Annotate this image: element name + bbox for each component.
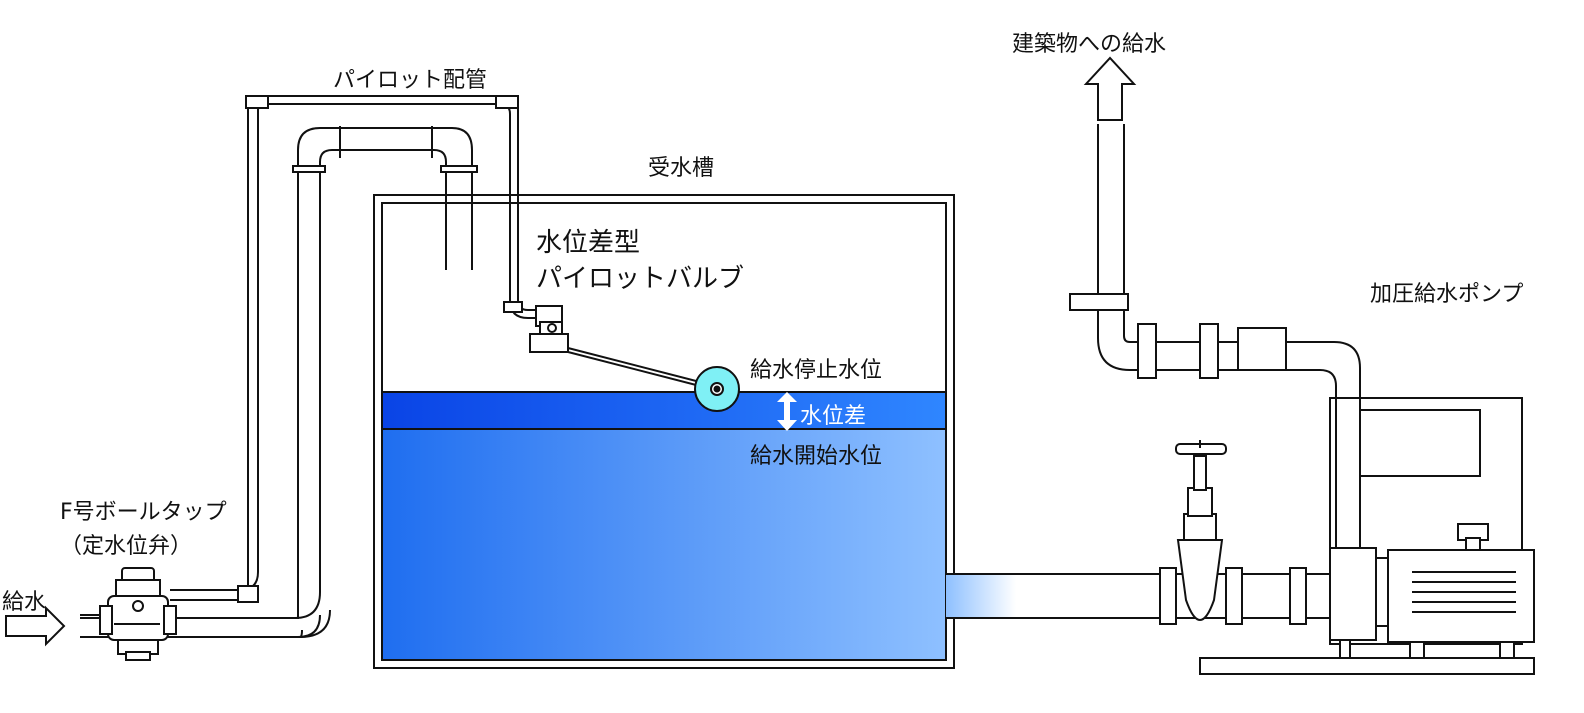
ball-tap-label-line2: （定水位弁）	[60, 534, 193, 559]
arrow-right-icon	[5, 605, 66, 647]
level-diff-label: 水位差	[800, 404, 867, 429]
outlet-flanges	[1159, 567, 1307, 625]
inlet-stub	[80, 614, 100, 638]
float-ball	[694, 366, 740, 412]
pilot-valve	[529, 305, 701, 387]
pump-unit	[1199, 397, 1535, 675]
tank-label: 受水槽	[648, 156, 715, 181]
outlet-pipe	[946, 573, 1330, 619]
stop-level-label: 給水停止水位	[750, 358, 883, 383]
tank-water	[383, 391, 945, 659]
ball-tap-valve	[99, 567, 177, 661]
inlet-pipe-bands	[292, 126, 478, 173]
pump-label: 加圧給水ポンプ	[1370, 282, 1524, 307]
discharge-fittings	[1069, 293, 1287, 379]
arrow-up-icon	[1083, 56, 1137, 121]
supply-building-label: 建築物への給水	[1012, 32, 1167, 57]
gate-valve	[1175, 440, 1227, 621]
supply-in-label: 給水	[2, 590, 47, 615]
inlet-pipe-clean	[172, 614, 321, 638]
pilot-pipe-label: パイロット配管	[333, 68, 488, 93]
discharge-pipe	[1097, 124, 1361, 548]
pilot-pipe-joints	[237, 95, 523, 603]
valve-label-line2: パイロットバルブ	[536, 264, 745, 294]
valve-label-line1: 水位差型	[536, 228, 641, 258]
outlet-water	[946, 574, 1016, 618]
double-arrow-vertical-icon	[777, 392, 797, 431]
ball-tap-label-line1: F号ボールタップ	[60, 500, 227, 525]
start-level-label: 給水開始水位	[750, 444, 883, 469]
